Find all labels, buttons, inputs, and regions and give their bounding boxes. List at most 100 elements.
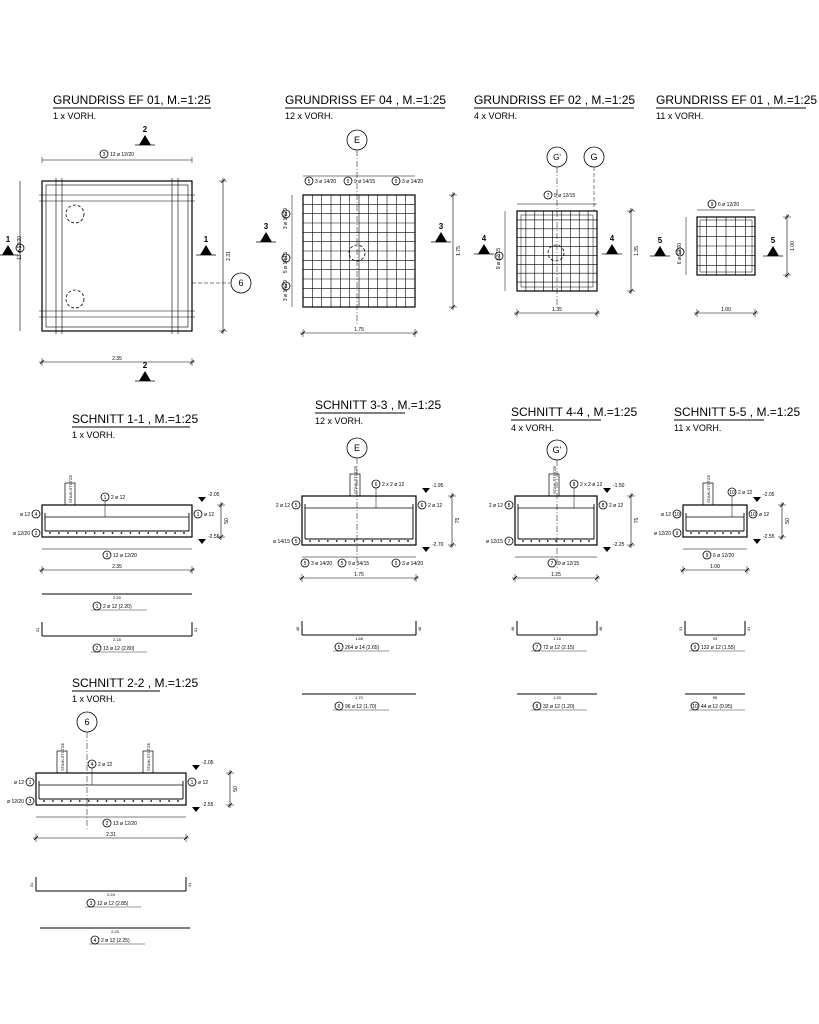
level-label: -1.50	[613, 483, 625, 489]
section-marker-label: 4	[610, 234, 615, 243]
position-number: 3	[103, 152, 106, 158]
position-number: 5	[295, 503, 298, 509]
position-tag	[281, 253, 291, 263]
rebar-label: 2 ø 12	[489, 503, 503, 509]
bar-hook-length: 48	[295, 626, 300, 631]
drawing-title: SCHNITT 5-5 , M.=1:25	[674, 405, 800, 419]
position-tag	[672, 509, 682, 519]
rebar-label: 13 ø 12/20	[17, 236, 23, 260]
rebar-label: ø 14/15	[273, 539, 290, 545]
position-tag	[102, 550, 112, 560]
drawing-count: 11 x VORH.	[656, 111, 703, 121]
level-label: -2.70	[432, 542, 444, 548]
drawing-title: SCHNITT 3-3 , M.=1:25	[315, 398, 441, 412]
section-marker-label: 1	[204, 235, 209, 244]
bar-hook-length: 31	[35, 627, 40, 632]
bar-length: 1.70	[355, 695, 364, 700]
level-marker	[422, 547, 430, 552]
rebar-dot	[43, 800, 45, 802]
position-tag	[291, 500, 301, 510]
column-label: STAHLSTÜTZE	[353, 466, 358, 494]
section-marker	[200, 245, 212, 255]
rebar-dot	[78, 800, 81, 802]
position-tag	[99, 149, 109, 159]
axis-label: G	[590, 152, 597, 162]
dimension-value: 1.00	[721, 307, 731, 313]
rebar-dot	[183, 532, 185, 534]
position-number: 9	[679, 250, 682, 256]
position-number: 5	[395, 561, 398, 567]
position-tag	[291, 536, 301, 546]
dimension-value: 1.35	[552, 307, 562, 313]
bar-length: 1.68	[355, 636, 364, 641]
rebar-label: 3 ø 14/20	[311, 561, 332, 567]
section-marker	[2, 245, 14, 255]
position-number: 8	[508, 503, 511, 509]
dimension-value: 1.00	[790, 241, 796, 251]
column-label: STAHLSTÜTZE	[60, 743, 65, 771]
drawing-count: 1 x VORH.	[53, 111, 96, 121]
rebar-dot	[722, 532, 724, 534]
rebar-dot	[87, 800, 90, 802]
rebar-dot	[129, 532, 132, 534]
drawing-count: 4 x VORH.	[474, 111, 517, 121]
position-tag	[672, 528, 682, 538]
position-number: 6	[338, 704, 341, 710]
position-number: 5	[338, 645, 341, 651]
level-label: -2.05	[202, 760, 214, 766]
rebar-dot	[318, 540, 320, 542]
dimension-value: 2.35	[112, 356, 122, 362]
rebar-label: 9 ø 12/15	[496, 248, 502, 269]
rebar-dot	[84, 532, 87, 534]
drawing-title: SCHNITT 1-1 , M.=1:25	[72, 412, 198, 426]
rebar-dot	[407, 540, 409, 542]
level-label: -2.05	[763, 492, 775, 498]
position-tag	[417, 500, 427, 510]
schedule-label: 12 ø 12 (2.85)	[97, 901, 129, 907]
level-label: -2.05	[208, 492, 220, 498]
position-number: 5	[304, 561, 307, 567]
position-number: 10	[692, 704, 698, 710]
rebar-label: 6 ø 12/20	[713, 553, 734, 559]
position-tag	[304, 176, 314, 186]
position-tag	[31, 509, 41, 519]
rebar-dot	[588, 540, 590, 542]
steel-column	[56, 750, 68, 774]
level-marker	[192, 807, 200, 812]
rebar-dot	[165, 532, 168, 534]
schedule-label: 132 ø 12 (1.55)	[701, 645, 736, 651]
position-number: 6	[421, 503, 424, 509]
column-label: STAHLSTÜTZE	[706, 475, 711, 503]
position-number: 5	[347, 179, 350, 185]
level-marker	[753, 539, 761, 544]
rebar-dot	[159, 800, 162, 802]
level-marker	[603, 488, 611, 493]
bar-hook-length: 31	[187, 882, 192, 887]
position-number: 8	[602, 503, 605, 509]
rebar-dot	[563, 540, 566, 542]
position-tag	[391, 558, 401, 568]
level-label: -2.55	[208, 534, 220, 540]
footing-section-outline	[35, 772, 187, 806]
axis-label: 6	[84, 717, 89, 727]
column-anchor	[65, 204, 85, 224]
rebar-label: 3 ø 14/20	[283, 208, 289, 229]
rebar-dot	[309, 540, 311, 542]
rebar-label: 5 ø 14/15	[283, 252, 289, 273]
position-tag	[598, 500, 608, 510]
position-number: 9	[711, 202, 714, 208]
section-marker	[478, 244, 490, 254]
position-number: 5	[395, 179, 398, 185]
drawing-count: 11 x VORH.	[674, 423, 721, 433]
axis-label: E	[354, 135, 360, 145]
bar-hook-length: 48	[510, 626, 515, 631]
position-tag	[675, 247, 685, 257]
position-number: 1	[191, 780, 194, 786]
column-anchor	[547, 244, 565, 262]
dimension-value: 1.00	[710, 564, 720, 570]
level-marker	[192, 765, 200, 770]
schedule-label: 96 ø 12 (1.70)	[345, 704, 377, 710]
footing-section-outline	[301, 495, 417, 546]
section-marker-label: 5	[771, 236, 776, 245]
dimension-value: 1.75	[456, 246, 462, 256]
